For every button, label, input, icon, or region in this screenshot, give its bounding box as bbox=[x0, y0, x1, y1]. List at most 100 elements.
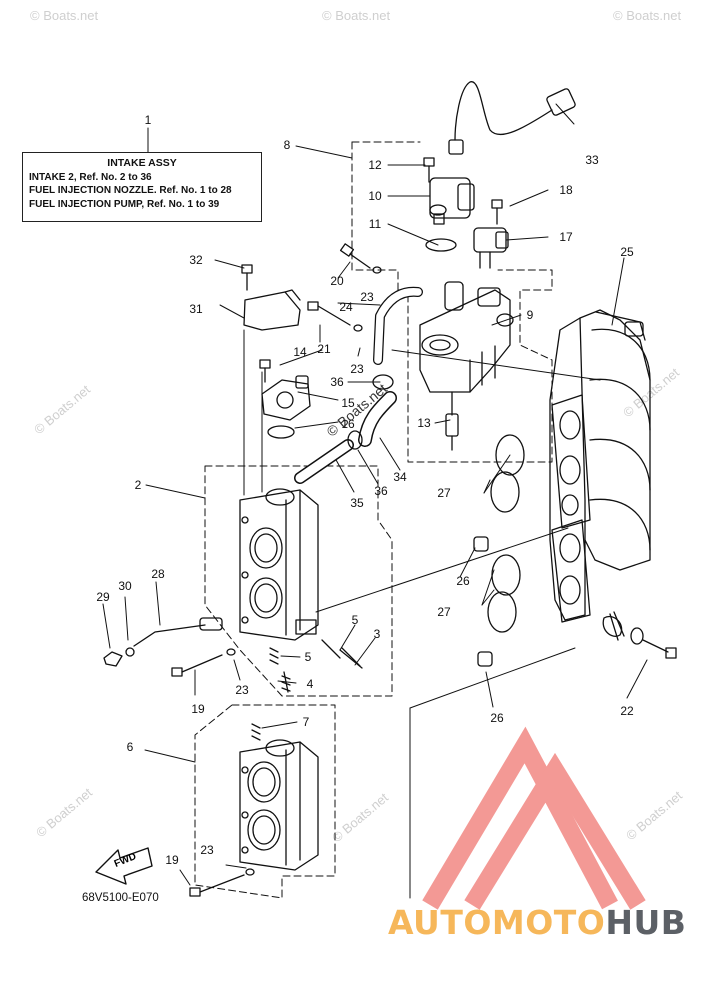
spring-5 bbox=[321, 639, 341, 659]
bolt-19 bbox=[171, 654, 223, 677]
intake-manifold-25 bbox=[549, 309, 651, 621]
callout-36: 36 bbox=[330, 375, 344, 389]
throttle-body-6 bbox=[239, 739, 319, 871]
callout-17: 17 bbox=[559, 230, 573, 244]
legend-line: INTAKE 2, Ref. No. 2 to 36 bbox=[29, 171, 152, 183]
callout-5: 5 bbox=[351, 613, 359, 627]
callout-10: 10 bbox=[368, 189, 382, 203]
screw-18 bbox=[491, 199, 503, 225]
callout-2: 2 bbox=[134, 478, 142, 492]
throttle-body-2 bbox=[239, 488, 319, 641]
callout-35: 35 bbox=[350, 496, 364, 510]
o-ring-11 bbox=[425, 238, 457, 252]
bracket-31 bbox=[243, 289, 301, 331]
screw-4 bbox=[281, 671, 291, 693]
callout-36: 36 bbox=[374, 484, 388, 498]
wire-harness-33 bbox=[448, 81, 576, 155]
nut-29 bbox=[103, 651, 123, 667]
watermark: © Boats.net bbox=[30, 8, 99, 23]
bolt-20 bbox=[339, 243, 371, 269]
callout-31: 31 bbox=[189, 302, 203, 316]
bolt-19 bbox=[189, 874, 245, 897]
callout-24: 24 bbox=[339, 300, 353, 314]
washer-23 bbox=[372, 266, 382, 274]
brand-part2: HUB bbox=[605, 903, 687, 942]
callout-26: 26 bbox=[456, 574, 470, 588]
callout-25: 25 bbox=[620, 245, 634, 259]
link-rod-28 bbox=[133, 617, 223, 647]
spring-7 bbox=[251, 723, 261, 741]
dowel-26 bbox=[477, 651, 493, 667]
callout-23: 23 bbox=[360, 290, 374, 304]
fwd-arrow-icon bbox=[95, 847, 153, 885]
washer-23 bbox=[226, 648, 236, 656]
callout-34: 34 bbox=[393, 470, 407, 484]
intake-plate-27-lower bbox=[551, 519, 591, 623]
sensor-17 bbox=[473, 227, 509, 269]
callout-21: 21 bbox=[317, 342, 331, 356]
o-ring-16 bbox=[267, 425, 295, 439]
clamp-36 bbox=[347, 430, 363, 450]
brand-wordmark: AUTOMOTOHUB bbox=[388, 903, 686, 942]
callout-23: 23 bbox=[350, 362, 364, 376]
spring-5 bbox=[269, 647, 279, 665]
callout-3: 3 bbox=[373, 627, 381, 641]
intake-plate-27-upper bbox=[551, 394, 591, 529]
clamp-36 bbox=[372, 374, 394, 390]
sensor-15 bbox=[261, 375, 311, 421]
sensor-10 bbox=[429, 177, 475, 225]
washer-23 bbox=[353, 324, 363, 332]
callout-26: 26 bbox=[490, 711, 504, 725]
callout-12: 12 bbox=[368, 158, 382, 172]
assembly-lines bbox=[243, 329, 601, 899]
hose-34 bbox=[358, 391, 397, 447]
callout-23: 23 bbox=[235, 683, 249, 697]
watermark: © Boats.net bbox=[322, 8, 391, 23]
watermark: © Boats.net bbox=[613, 8, 682, 23]
gasket-27 bbox=[487, 434, 525, 633]
dowel-26 bbox=[473, 536, 489, 552]
callout-9: 9 bbox=[526, 308, 534, 322]
callout-15: 15 bbox=[341, 396, 355, 410]
legend-title: INTAKE ASSY bbox=[107, 157, 177, 169]
pump-body-9 bbox=[419, 281, 514, 393]
callout-19: 19 bbox=[165, 853, 179, 867]
group-2-outline bbox=[204, 465, 393, 697]
callout-8: 8 bbox=[283, 138, 291, 152]
washer-30 bbox=[125, 647, 135, 657]
callout-23: 23 bbox=[200, 843, 214, 857]
screw-14 bbox=[259, 359, 271, 383]
callout-6: 6 bbox=[126, 740, 134, 754]
injector-13 bbox=[445, 391, 459, 451]
callout-20: 20 bbox=[330, 274, 344, 288]
legend-box: INTAKE ASSY INTAKE 2, Ref. No. 2 to 36 F… bbox=[22, 152, 262, 222]
callout-4: 4 bbox=[306, 677, 314, 691]
callout-30: 30 bbox=[118, 579, 132, 593]
callout-22: 22 bbox=[620, 704, 634, 718]
pipe-35 bbox=[294, 439, 354, 484]
callout-28: 28 bbox=[151, 567, 165, 581]
hose-24 bbox=[373, 286, 423, 365]
callout-14: 14 bbox=[293, 345, 307, 359]
callout-27: 27 bbox=[437, 486, 451, 500]
legend-line: FUEL INJECTION NOZZLE. Ref. No. 1 to 28 bbox=[29, 185, 232, 196]
diagram-part-code: 68V5100-E070 bbox=[82, 892, 159, 904]
callout-33: 33 bbox=[585, 153, 599, 167]
automotohub-logo-icon bbox=[422, 726, 646, 910]
screw-32 bbox=[241, 264, 253, 291]
callout-29: 29 bbox=[96, 590, 110, 604]
leader-lines bbox=[102, 103, 648, 886]
callout-19: 19 bbox=[191, 702, 205, 716]
bolt-21 bbox=[307, 301, 351, 326]
callout-27: 27 bbox=[437, 605, 451, 619]
callout-5: 5 bbox=[304, 650, 312, 664]
legend-line: FUEL INJECTION PUMP, Ref. No. 1 to 39 bbox=[29, 198, 220, 210]
callout-16: 16 bbox=[341, 417, 355, 431]
screw-3 bbox=[339, 647, 363, 669]
group-8-outline bbox=[351, 141, 553, 463]
group-6-outline bbox=[194, 704, 336, 899]
callout-18: 18 bbox=[559, 183, 573, 197]
callout-32: 32 bbox=[189, 253, 203, 267]
